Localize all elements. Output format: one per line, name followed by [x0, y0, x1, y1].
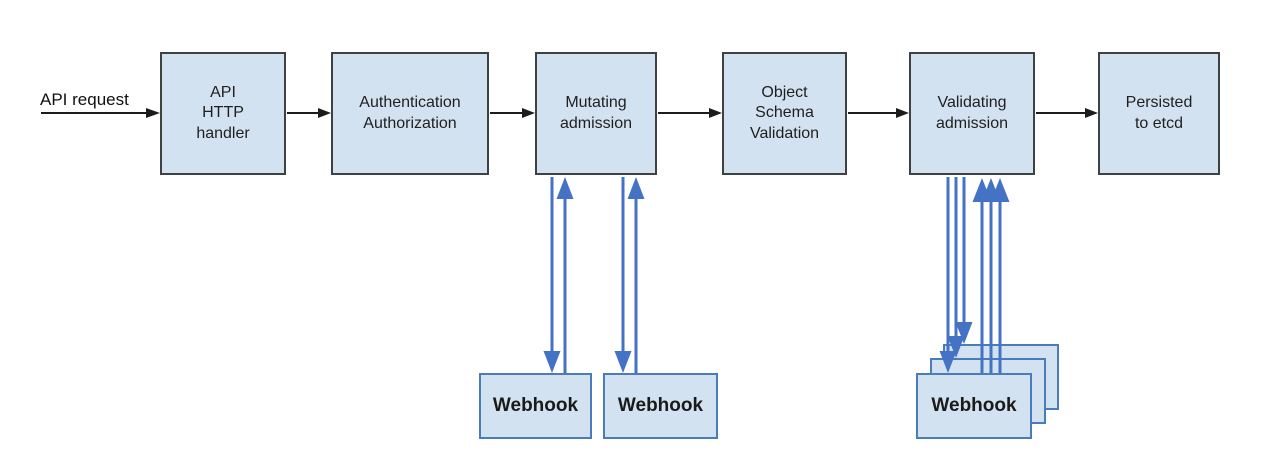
arrow-up-head: [981, 178, 1001, 202]
node-label: API HTTP handler: [196, 83, 250, 142]
arrow-right-head: [896, 108, 909, 118]
arrow-up-head: [972, 178, 992, 202]
node-label: Authentication Authorization: [359, 94, 461, 132]
node-label: Persisted to etcd: [1125, 94, 1193, 132]
node-label: Mutating admission: [559, 94, 633, 132]
mutating-webhook-1: Webhook: [479, 373, 592, 439]
arrow-right-head: [522, 108, 535, 118]
arrow-right-head: [709, 108, 722, 118]
node-mutating-admission: Mutating admission: [535, 52, 657, 175]
arrow-down-head: [614, 351, 632, 373]
webhook-label: Webhook: [492, 395, 579, 416]
node-validating-admission: Validating admission: [909, 52, 1035, 175]
arrow-up-head: [556, 177, 574, 199]
node-authentication-authorization: Authentication Authorization: [331, 52, 489, 175]
flow-arrow-2: [490, 108, 535, 118]
arrow-up-head: [990, 178, 1010, 202]
flow-arrow-4: [848, 108, 909, 118]
node-api-http-handler: API HTTP handler: [160, 52, 286, 175]
webhook-label: Webhook: [931, 395, 1017, 416]
mutating-webhook-2: Webhook: [603, 373, 718, 439]
arrow-down-head: [955, 322, 973, 344]
arrow-right-head: [1085, 108, 1098, 118]
node-persisted-to-etcd: Persisted to etcd: [1098, 52, 1220, 175]
webhook-label: Webhook: [617, 395, 704, 416]
mutating-webhook1-arrows: [543, 177, 574, 374]
node-object-schema-validation: Object Schema Validation: [722, 52, 847, 175]
node-label: Object Schema Validation: [749, 83, 820, 142]
flow-arrow-3: [658, 108, 722, 118]
arrow-up-head: [627, 177, 645, 199]
flow-arrow-5: [1036, 108, 1098, 118]
api-request-label: API request: [40, 90, 129, 109]
flow-arrow-1: [287, 108, 331, 118]
node-label: Validating admission: [935, 94, 1009, 132]
mutating-webhook2-arrows: [614, 177, 645, 374]
arrow-right-head: [318, 108, 331, 118]
validating-webhook-front-card: Webhook: [916, 373, 1032, 439]
arrow-down-head: [543, 351, 561, 373]
